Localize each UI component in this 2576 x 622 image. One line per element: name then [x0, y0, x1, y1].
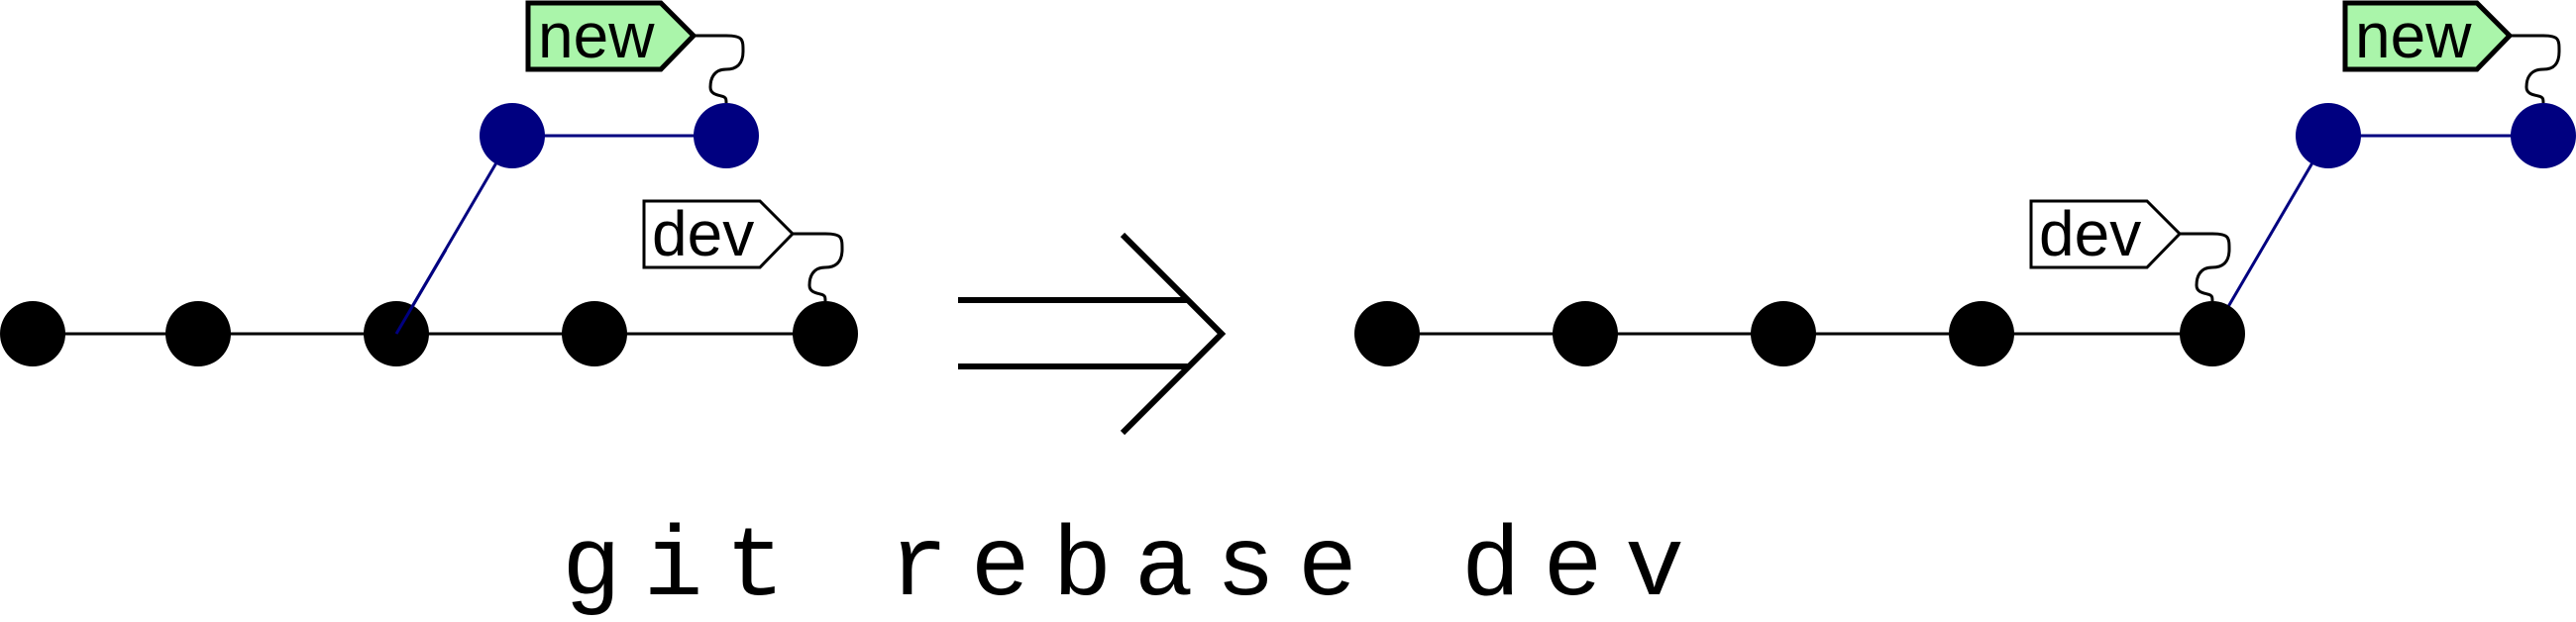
- after-branch-commit-2: [2511, 103, 2576, 168]
- before-commit-5: [793, 301, 858, 366]
- before-branch-commit-1: [480, 103, 545, 168]
- after-commit-1: [1354, 301, 1420, 366]
- command-caption: git rebase dev: [562, 513, 1684, 622]
- before-graph: new dev: [0, 0, 858, 366]
- before-new-label-text: new: [538, 0, 655, 71]
- after-branch-edge-fork: [2210, 135, 2330, 335]
- after-graph: dev new: [1354, 0, 2576, 366]
- after-dev-label-text: dev: [2039, 198, 2141, 269]
- before-dev-label-text: dev: [652, 198, 754, 269]
- before-commit-2: [165, 301, 231, 366]
- after-commit-3: [1751, 301, 1816, 366]
- before-new-label: new: [525, 0, 745, 104]
- before-commit-1: [0, 301, 65, 366]
- before-commit-4: [562, 301, 627, 366]
- after-commit-5: [2180, 301, 2245, 366]
- after-commit-2: [1553, 301, 1618, 366]
- before-branch-commit-2: [694, 103, 759, 168]
- double-arrow-right-icon: [958, 232, 1227, 436]
- after-new-label-text: new: [2355, 0, 2472, 71]
- after-commit-4: [1949, 301, 2014, 366]
- after-branch-commit-1: [2296, 103, 2361, 168]
- before-fork-overlay: [394, 249, 448, 335]
- after-new-label: new: [2342, 0, 2561, 104]
- after-dev-label: dev: [2029, 198, 2231, 302]
- before-dev-label: dev: [642, 198, 844, 302]
